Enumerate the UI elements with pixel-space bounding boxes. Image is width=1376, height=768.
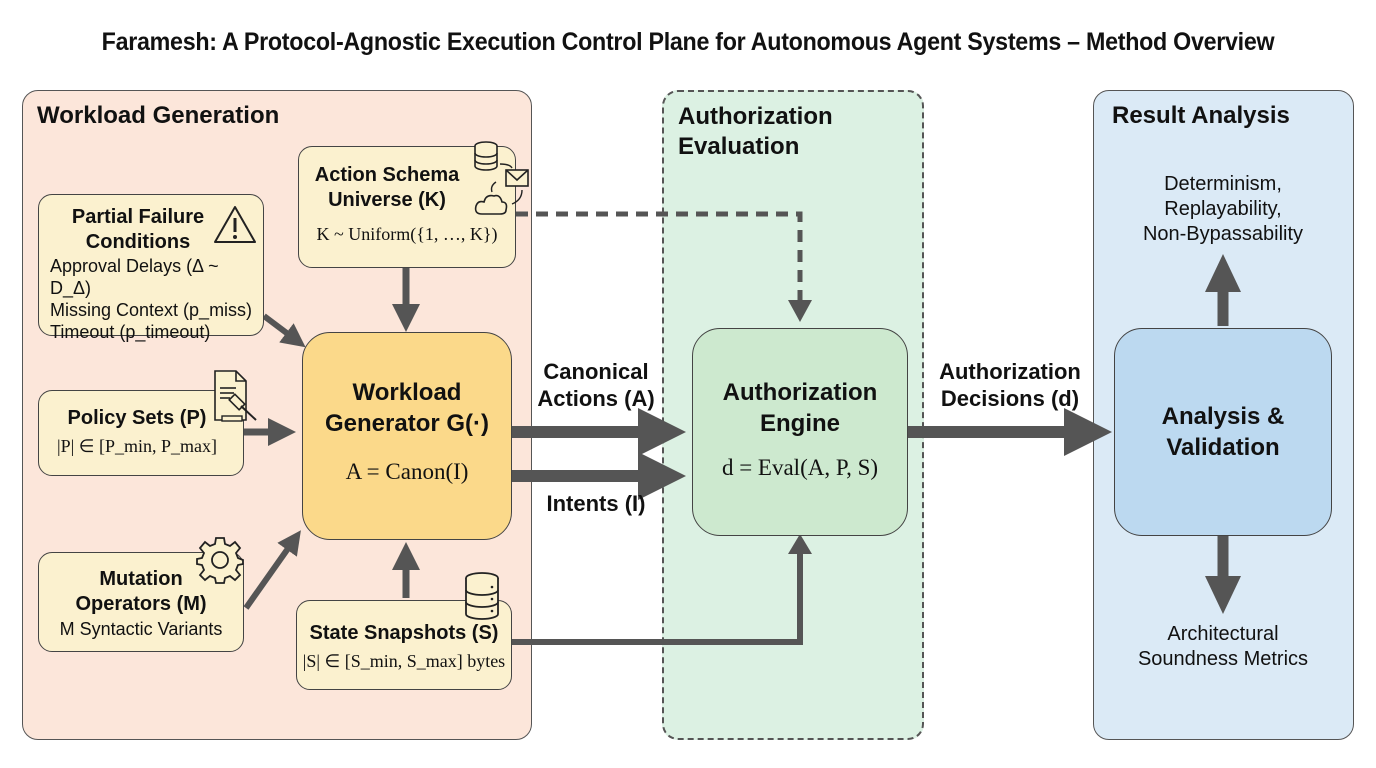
missing-context-text: Missing Context (p_miss) [50, 300, 253, 320]
determinism-outputs-text: Determinism, Replayability, Non-Bypassab… [1100, 172, 1346, 247]
analysis-validation-box: Analysis & Validation [1114, 328, 1332, 536]
arrow-schema-to-engine-head [788, 300, 812, 322]
action-schema-formula: K ~ Uniform({1, …, K}) [316, 224, 498, 244]
database-mail-cloud-icon [474, 141, 529, 215]
authorization-engine-box: Authorization Engine d = Eval(A, P, S) [692, 328, 908, 536]
mutation-title-line2: Operators (M) [75, 593, 207, 615]
arrow-analysis-up-head [1205, 254, 1241, 292]
arrow-mutation-to-generator [243, 530, 301, 610]
workload-generator-title-line1: Workload [352, 379, 462, 406]
state-snapshots-formula: |S| ∈ [S_min, S_max] bytes [302, 651, 506, 671]
authorization-engine-title-line1: Authorization [722, 379, 878, 406]
mutation-subtitle: M Syntactic Variants [59, 619, 223, 639]
authorization-engine-title: Authorization Engine [693, 377, 907, 439]
action-schema-title-line2: Universe (K) [328, 189, 446, 211]
canonical-actions-label: Canonical Actions (A) [526, 358, 666, 412]
policy-sets-title: Policy Sets (P) [67, 407, 207, 429]
canonical-actions-label-line2: Actions (A) [537, 386, 655, 411]
arrow-failure-to-generator [262, 313, 306, 348]
partial-failure-conditions-box: Partial Failure Conditions Approval Dela… [38, 194, 264, 342]
analysis-validation-title-line2: Validation [1166, 434, 1280, 461]
document-gavel-icon [214, 370, 257, 422]
analysis-validation-title-line1: Analysis & [1161, 403, 1285, 430]
action-schema-title: Action Schema Universe (K) [299, 163, 515, 213]
replayability-text: Replayability, [1164, 198, 1282, 220]
partial-failure-title: Partial Failure Conditions [39, 205, 263, 255]
arrow-schema-to-engine-dashed [516, 211, 803, 302]
analysis-validation-title: Analysis & Validation [1115, 401, 1331, 463]
authorization-decisions-label: Authorization Decisions (d) [924, 358, 1096, 412]
authorization-panel-title-line2: Evaluation [678, 133, 800, 160]
warning-icon [214, 206, 256, 243]
authorization-panel-title-line1: Authorization [678, 103, 833, 130]
arrow-state-to-engine-head [788, 534, 812, 554]
architectural-text: Architectural [1167, 623, 1279, 645]
policy-sets-formula: |P| ∈ [P_min, P_max] [57, 436, 217, 456]
timeout-text: Timeout (p_timeout) [50, 322, 211, 342]
arrow-state-to-engine [512, 552, 803, 645]
mutation-title-line1: Mutation [99, 568, 183, 590]
partial-failure-details: Approval Delays (Δ ~ D_Δ) Missing Contex… [39, 255, 263, 343]
intents-label: Intents (I) [546, 491, 646, 516]
gear-icon [196, 537, 244, 584]
workload-generator-title-line2: Generator G(·) [324, 410, 489, 437]
state-snapshots-title: State Snapshots (S) [309, 622, 499, 644]
workload-generator-formula: A = Canon(I) [345, 459, 469, 484]
workload-generator-title: Workload Generator G(·) [303, 377, 511, 439]
non-bypassability-text: Non-Bypassability [1142, 223, 1304, 245]
workload-panel-title: Workload Generation [37, 102, 280, 129]
workload-generator-box: Workload Generator G(·) A = Canon(I) [302, 332, 512, 540]
policy-sets-box: Policy Sets (P) |P| ∈ [P_min, P_max] [38, 390, 244, 476]
soundness-metrics-text: Soundness Metrics [1137, 648, 1309, 670]
authorization-engine-formula: d = Eval(A, P, S) [721, 455, 879, 480]
action-schema-title-line1: Action Schema [314, 164, 460, 186]
authorization-decisions-label-line2: Decisions (d) [940, 386, 1080, 411]
approval-delays-text: Approval Delays (Δ ~ D_Δ) [50, 256, 219, 298]
database-icon [465, 572, 499, 620]
canonical-actions-label-line1: Canonical [543, 359, 649, 384]
arrow-analysis-down-head [1205, 576, 1241, 614]
authorization-engine-title-line2: Engine [759, 410, 840, 437]
diagram-title: Faramesh: A Protocol-Agnostic Execution … [101, 28, 1275, 56]
determinism-text: Determinism, [1164, 173, 1282, 195]
authorization-decisions-label-line1: Authorization [939, 359, 1081, 384]
result-panel-title: Result Analysis [1112, 102, 1290, 129]
architectural-soundness-text: Architectural Soundness Metrics [1100, 622, 1346, 672]
authorization-panel-title: Authorization Evaluation [678, 102, 833, 162]
partial-failure-title-line1: Partial Failure [71, 206, 205, 228]
mutation-title: Mutation Operators (M) [39, 567, 243, 617]
partial-failure-title-line2: Conditions [85, 231, 191, 253]
state-snapshots-box: State Snapshots (S) |S| ∈ [S_min, S_max]… [296, 600, 512, 690]
